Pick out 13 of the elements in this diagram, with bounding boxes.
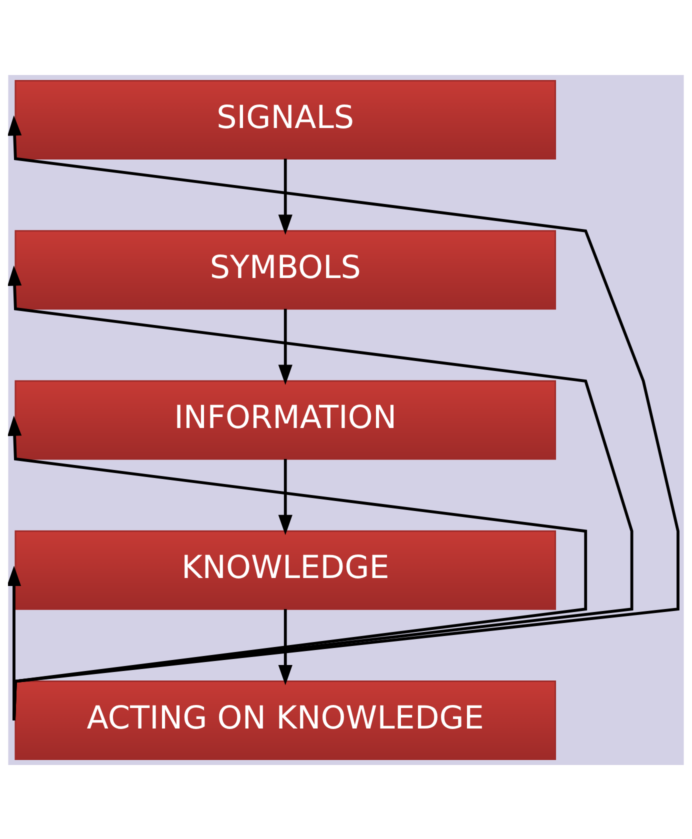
node-box: KNOWLEDGE (14, 530, 556, 610)
arrow (278, 308, 292, 384)
arrow (278, 458, 292, 535)
node-box: ACTING ON KNOWLEDGE (14, 680, 556, 760)
arrow (8, 265, 634, 720)
node-box: INFORMATION (14, 380, 556, 460)
arrow (278, 608, 292, 685)
node-box: SYMBOLS (14, 230, 556, 310)
node-box: SIGNALS (14, 80, 556, 159)
arrow (8, 565, 22, 720)
arrow (8, 114, 680, 720)
arrow (278, 158, 292, 234)
arrow (8, 415, 588, 720)
